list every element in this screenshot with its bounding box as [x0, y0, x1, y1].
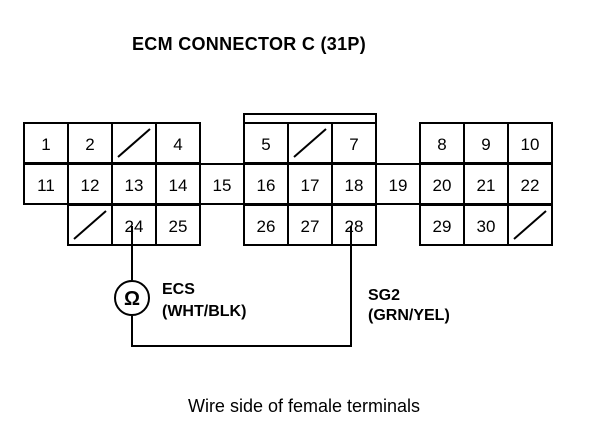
blank-terminal-slash	[73, 210, 107, 240]
terminal-label: 1	[41, 135, 50, 154]
terminal-label: 14	[169, 176, 188, 195]
blank-terminal-slash	[117, 128, 151, 158]
terminal-label: 9	[481, 135, 490, 154]
terminal-label: 30	[477, 217, 496, 236]
sg2-label: SG2	[368, 287, 400, 304]
terminal-label: 2	[85, 135, 94, 154]
terminal-label: 26	[257, 217, 276, 236]
terminal-label: 18	[345, 176, 364, 195]
terminal-label: 19	[389, 176, 408, 195]
terminal-label: 17	[301, 176, 320, 195]
blank-terminal-slash	[513, 210, 547, 240]
diagram-caption: Wire side of female terminals	[187, 396, 421, 416]
terminal-label: 4	[173, 135, 182, 154]
terminal-label: 25	[169, 217, 188, 236]
terminal-label: 24	[125, 217, 144, 236]
terminal-blank	[507, 204, 553, 246]
terminal-label: 27	[301, 217, 320, 236]
ohm-icon: Ω	[124, 288, 140, 310]
terminal-label: 12	[81, 176, 100, 195]
terminal-25	[155, 204, 201, 246]
sensor-symbol	[114, 280, 150, 316]
connector-lock-tab	[243, 113, 377, 123]
terminal-label: 15	[213, 176, 232, 195]
ecs-wire-color: (WHT/BLK)	[162, 303, 246, 320]
terminal-28	[331, 204, 377, 246]
terminal-label: 22	[521, 176, 540, 195]
terminal-label: 7	[349, 135, 358, 154]
ecs-return-wire	[131, 226, 352, 347]
terminal-label: 11	[37, 176, 55, 195]
terminal-label: 10	[521, 135, 540, 154]
diagram-title: ECM CONNECTOR C (31P)	[132, 34, 366, 54]
terminal-label: 28	[345, 217, 364, 236]
wiring	[114, 226, 352, 347]
terminal-label: 29	[433, 217, 452, 236]
terminal-label: 5	[261, 135, 270, 154]
terminal-label: 13	[125, 176, 144, 195]
terminal-label: 21	[477, 176, 496, 195]
ecs-label: ECS	[162, 281, 195, 298]
terminal-label: 16	[257, 176, 276, 195]
terminal-label: 8	[437, 135, 446, 154]
blank-terminal-slash	[293, 128, 327, 158]
terminal-label: 20	[433, 176, 452, 195]
sg2-wire-color: (GRN/YEL)	[368, 307, 450, 324]
